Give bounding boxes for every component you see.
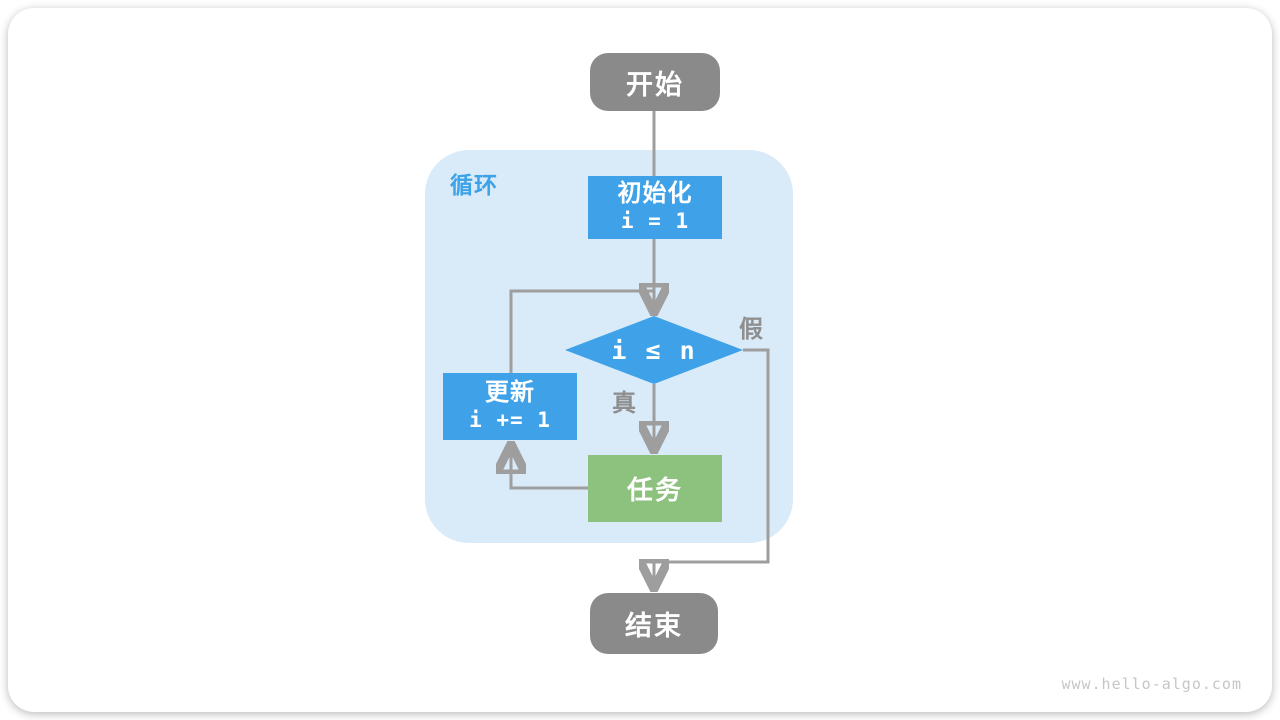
start-node-label: 开始 [626,69,684,100]
end-node: 结束 [590,593,718,654]
start-node: 开始 [590,53,720,111]
task-node: 任务 [588,455,722,522]
task-node-label: 任务 [626,475,683,505]
init-node: 初始化 i = 1 [588,176,722,239]
update-node-title: 更新 [485,379,535,406]
update-node-code: i += 1 [469,408,551,432]
condition-node-label: i ≤ n [611,335,697,365]
watermark-text: www.hello-algo.com [1061,675,1242,693]
init-node-title: 初始化 [617,180,693,207]
end-node-label: 结束 [625,611,683,641]
branch-true-label: 真 [612,390,636,417]
init-node-code: i = 1 [620,209,690,233]
update-node: 更新 i += 1 [443,373,577,440]
loop-region-label: 循环 [450,172,498,198]
branch-false-label: 假 [739,316,763,343]
